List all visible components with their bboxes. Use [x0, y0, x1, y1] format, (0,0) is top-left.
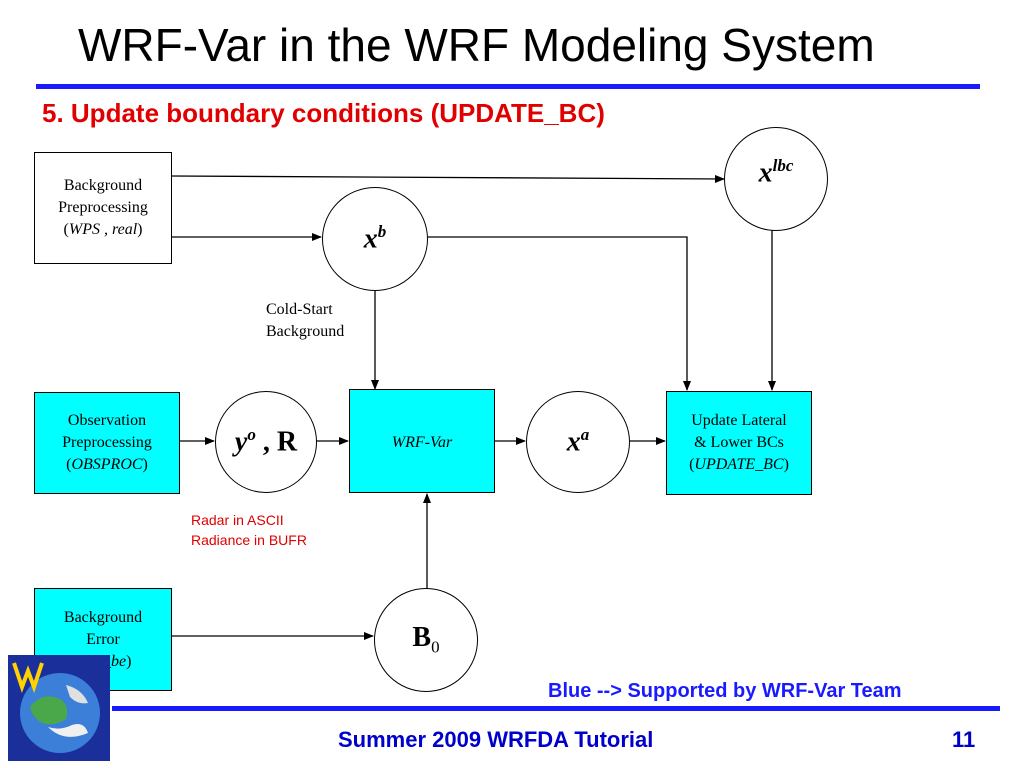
x-lbc-node: xlbc [724, 127, 828, 231]
page-title: WRF-Var in the WRF Modeling System [78, 19, 875, 71]
observation-preprocessing-box: Observation Preprocessing (OBSPROC) [34, 392, 180, 494]
box-line: Preprocessing [58, 199, 148, 216]
box-line: (OBSPROC) [66, 456, 148, 473]
y-o-r-node: yo , R [215, 391, 317, 493]
box-line: Error [86, 630, 120, 648]
box-line: WRF-Var [391, 434, 453, 451]
obs-format-note: Radar in ASCII Radiance in BUFR [191, 510, 307, 550]
update-bc-box: Update Lateral & Lower BCs (UPDATE_BC) [666, 391, 812, 495]
background-preprocessing-box: Background Preprocessing (WPS , real) [34, 152, 172, 264]
box-line: Update Lateral [691, 412, 787, 429]
title-divider [36, 84, 980, 89]
page-number: 11 [952, 727, 976, 752]
cold-start-label: Cold-Start Background [266, 299, 344, 343]
box-line: & Lower BCs [694, 434, 784, 451]
x-a-node: xa [526, 391, 630, 493]
radar-format: Radar in ASCII [191, 512, 284, 528]
box-line: Preprocessing [62, 434, 152, 451]
box-line: Background [63, 608, 143, 626]
arrow-bg-to-xlbc [170, 174, 725, 183]
globe-icon [12, 662, 100, 753]
slide-subtitle: 5. Update boundary conditions (UPDATE_BC… [42, 98, 605, 128]
x-b-node: xb [322, 187, 428, 291]
cold-start-line: Cold-Start [266, 301, 333, 318]
box-line: (WPS , real) [63, 221, 143, 238]
footer-divider [112, 706, 1000, 711]
cold-start-line: Background [266, 323, 345, 340]
support-note: Blue --> Supported by WRF-Var Team [548, 680, 902, 702]
b0-node: B0 [374, 588, 478, 692]
box-line: Observation [67, 412, 147, 429]
wrf-logo [8, 655, 110, 761]
wrf-var-box: WRF-Var [349, 389, 495, 493]
arrow-xb-to-updatebc [428, 236, 691, 391]
box-line: (UPDATE_BC) [689, 456, 789, 473]
radiance-format: Radiance in BUFR [191, 532, 307, 548]
footer-text: Summer 2009 WRFDA Tutorial [338, 727, 654, 752]
box-line: Background [63, 177, 143, 194]
